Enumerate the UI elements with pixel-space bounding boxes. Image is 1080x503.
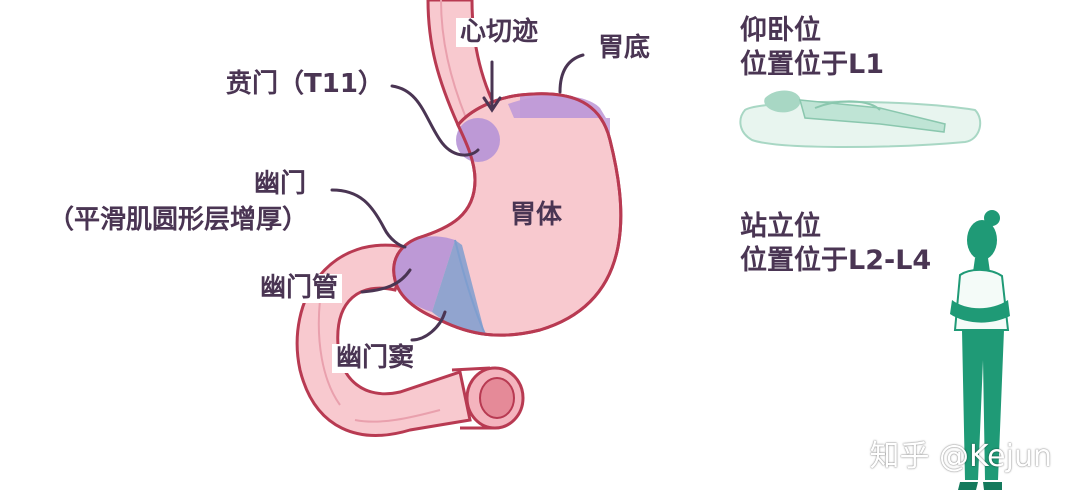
supine-title: 仰卧位 xyxy=(740,15,821,46)
pyloric-canal-region xyxy=(393,236,455,312)
pylorus-leader xyxy=(330,188,407,249)
supine-figure xyxy=(739,90,982,148)
label-cardia: 贲门（T11） xyxy=(222,70,388,99)
pyloric-canal-leader xyxy=(360,268,412,294)
label-pylorus-note: （平滑肌圆形层增厚） xyxy=(44,206,313,235)
cardiac-notch-arrowhead xyxy=(482,96,502,113)
label-stomach-body: 胃体 xyxy=(510,200,563,230)
fundus-leader xyxy=(558,53,585,94)
watermark: 知乎 @Kejun xyxy=(869,439,1052,474)
stomach xyxy=(392,92,623,337)
pyloric-antrum-leader xyxy=(410,310,447,342)
standing-figure xyxy=(950,210,1010,490)
standing-level: 位置位于L2-L4 xyxy=(740,245,932,276)
label-cardiac-notch: 心切迹 xyxy=(456,18,543,47)
label-pyloric-canal: 幽门管 xyxy=(256,274,343,303)
supine-level: 位置位于L1 xyxy=(740,49,884,80)
leader-lines xyxy=(330,53,585,342)
standing-title: 站立位 xyxy=(740,211,821,242)
cardia-region xyxy=(456,118,500,162)
label-pyloric-antrum: 幽门窦 xyxy=(332,344,419,373)
label-fundus: 胃底 xyxy=(594,34,655,63)
cardia-leader xyxy=(390,84,480,157)
label-pylorus: 幽门 xyxy=(250,170,311,199)
pyloric-antrum-region xyxy=(432,240,485,334)
